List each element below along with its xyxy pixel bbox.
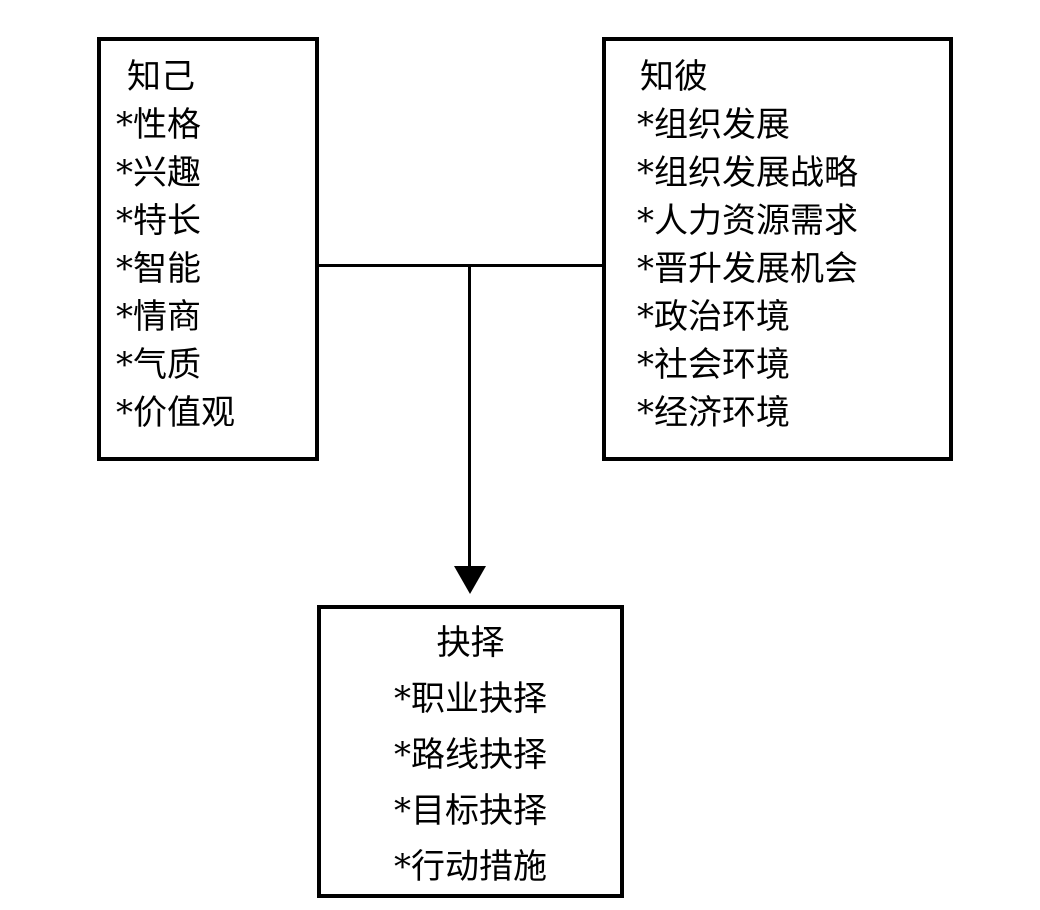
know-self-item: *情商: [116, 297, 201, 337]
know-self-item: *价值观: [116, 393, 235, 433]
know-self-item: *特长: [116, 201, 201, 241]
connector-horizontal-line: [318, 264, 602, 267]
know-self-item: *气质: [116, 345, 201, 385]
know-other-box: 知彼 *组织发展 *组织发展战略 *人力资源需求 *晋升发展机会 *政治环境 *…: [602, 37, 953, 461]
know-other-item: *晋升发展机会: [637, 249, 858, 289]
know-other-title: 知彼: [640, 57, 708, 97]
know-other-item: *经济环境: [637, 393, 790, 433]
decision-box: 抉择 *职业抉择 *路线抉择 *目标抉择 *行动措施: [317, 605, 624, 898]
decision-item: *目标抉择: [394, 791, 547, 831]
decision-item: *行动措施: [394, 847, 547, 887]
decision-item: *路线抉择: [394, 735, 547, 775]
know-other-item: *组织发展战略: [637, 153, 858, 193]
know-self-item: *性格: [116, 105, 201, 145]
know-other-item: *人力资源需求: [637, 201, 858, 241]
know-self-box: 知己 *性格 *兴趣 *特长 *智能 *情商 *气质 *价值观: [97, 37, 319, 461]
decision-title: 抉择: [436, 623, 505, 663]
know-self-item: *兴趣: [116, 153, 201, 193]
know-other-item: *社会环境: [637, 345, 790, 385]
decision-item: *职业抉择: [394, 679, 547, 719]
know-self-title: 知己: [127, 57, 195, 97]
know-other-item: *组织发展: [637, 105, 790, 145]
arrow-down-icon: [454, 566, 486, 594]
know-self-item: *智能: [116, 249, 201, 289]
know-other-item: *政治环境: [637, 297, 790, 337]
connector-vertical-line: [468, 264, 471, 567]
